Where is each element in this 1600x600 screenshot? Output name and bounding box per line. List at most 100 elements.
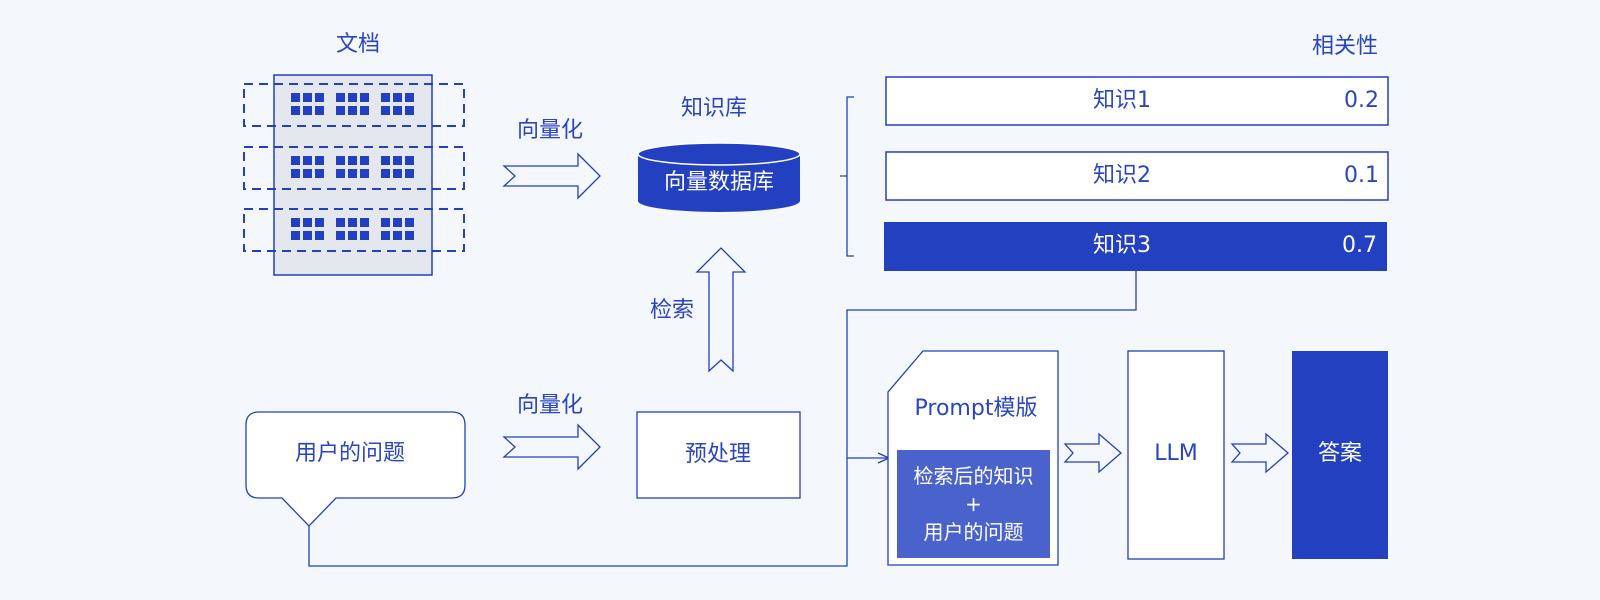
chunk-square-46 (336, 231, 345, 240)
knowledge-connector (846, 271, 1137, 459)
chunk-square-13 (381, 93, 390, 102)
knowledge-base-title: 知识库 (680, 96, 748, 121)
chunk-square-38 (303, 218, 312, 227)
vector-db-label: 向量数据库 (663, 170, 775, 195)
knowledge-3-name: 知识3 (1093, 233, 1151, 258)
chunk-square-39 (315, 218, 324, 227)
llm-label: LLM (1154, 441, 1198, 466)
chunk-square-40 (291, 231, 300, 240)
chunk-square-9 (360, 93, 369, 102)
chunk-square-20 (303, 156, 312, 165)
prompt-to-llm-arrow (1063, 432, 1122, 474)
chunk-square-2 (303, 93, 312, 102)
retrieve-label: 检索 (649, 298, 695, 323)
chunk-square-17 (393, 106, 402, 115)
document-stack (243, 74, 465, 276)
chunk-square-52 (381, 231, 390, 240)
chunk-square-32 (393, 156, 402, 165)
chunk-square-37 (291, 218, 300, 227)
knowledge-1-score: 0.2 (1344, 88, 1379, 113)
chunk-box-1 (243, 83, 465, 127)
user-question-label: 用户的问题 (294, 441, 406, 466)
chunk-square-10 (336, 106, 345, 115)
chunk-square-14 (393, 93, 402, 102)
vectorize-arrow-top (502, 152, 601, 200)
vectorize-bottom-label: 向量化 (516, 393, 584, 418)
chunk-square-28 (336, 169, 345, 178)
chunk-square-24 (315, 169, 324, 178)
chunk-square-50 (393, 218, 402, 227)
knowledge-3-score: 0.7 (1342, 233, 1377, 258)
prompt-line-question: 用户的问题 (923, 520, 1024, 544)
chunk-square-3 (315, 93, 324, 102)
chunk-square-26 (348, 156, 357, 165)
chunk-square-41 (303, 231, 312, 240)
prompt-inner-content: 检索后的知识 + 用户的问题 (897, 450, 1050, 558)
chunk-square-48 (360, 231, 369, 240)
prompt-plus: + (965, 492, 982, 516)
chunk-square-44 (348, 218, 357, 227)
chunk-square-4 (291, 106, 300, 115)
chunk-square-16 (381, 106, 390, 115)
knowledge-row-3-box (884, 222, 1387, 271)
vectorize-top-label: 向量化 (516, 118, 584, 143)
chunk-square-34 (381, 169, 390, 178)
relevance-brace (840, 96, 854, 257)
knowledge-row-2-box (885, 151, 1389, 201)
chunk-square-31 (381, 156, 390, 165)
chunk-square-42 (315, 231, 324, 240)
prompt-line-knowledge: 检索后的知识 (913, 464, 1034, 488)
chunk-square-8 (348, 93, 357, 102)
chunk-box-2 (243, 146, 465, 190)
chunk-square-35 (393, 169, 402, 178)
vectorize-arrow-bottom (502, 423, 601, 471)
chunk-square-7 (336, 93, 345, 102)
llm-box (1127, 350, 1225, 560)
chunk-square-11 (348, 106, 357, 115)
knowledge-row-1-box (885, 76, 1389, 126)
answer-label: 答案 (1317, 441, 1363, 466)
retrieve-arrow (695, 247, 747, 373)
chunk-square-54 (405, 231, 414, 240)
user-question-bubble (245, 411, 466, 527)
chunk-square-23 (303, 169, 312, 178)
answer-box (1292, 351, 1388, 559)
vector-db-cylinder (637, 142, 801, 212)
chunk-square-22 (291, 169, 300, 178)
chunk-square-25 (336, 156, 345, 165)
prompt-template-title: Prompt模版 (914, 396, 1038, 421)
question-connector (308, 458, 848, 567)
chunk-square-49 (381, 218, 390, 227)
chunk-square-47 (348, 231, 357, 240)
chunk-square-33 (405, 156, 414, 165)
prompt-inner-box (897, 450, 1050, 558)
chunk-square-21 (315, 156, 324, 165)
chunk-square-1 (291, 93, 300, 102)
chunk-square-53 (393, 231, 402, 240)
chunk-square-27 (360, 156, 369, 165)
chunk-square-5 (303, 106, 312, 115)
chunk-square-45 (360, 218, 369, 227)
relevance-header: 相关性 (1312, 34, 1379, 59)
chunk-square-19 (291, 156, 300, 165)
chunk-square-15 (405, 93, 414, 102)
knowledge-1-name: 知识1 (1093, 88, 1151, 113)
chunk-square-30 (360, 169, 369, 178)
chunk-square-51 (405, 218, 414, 227)
chunk-box-3 (243, 208, 465, 252)
chunk-square-18 (405, 106, 414, 115)
preprocess-box (636, 411, 801, 499)
knowledge-2-score: 0.1 (1344, 163, 1379, 188)
chunk-square-29 (348, 169, 357, 178)
chunk-square-12 (360, 106, 369, 115)
documents-title: 文档 (335, 32, 381, 57)
chunk-squares (291, 93, 414, 240)
chunk-square-6 (315, 106, 324, 115)
preprocess-label: 预处理 (684, 442, 752, 467)
chunk-square-36 (405, 169, 414, 178)
chunk-square-43 (336, 218, 345, 227)
knowledge-2-name: 知识2 (1093, 163, 1151, 188)
llm-to-answer-arrow (1230, 432, 1289, 474)
